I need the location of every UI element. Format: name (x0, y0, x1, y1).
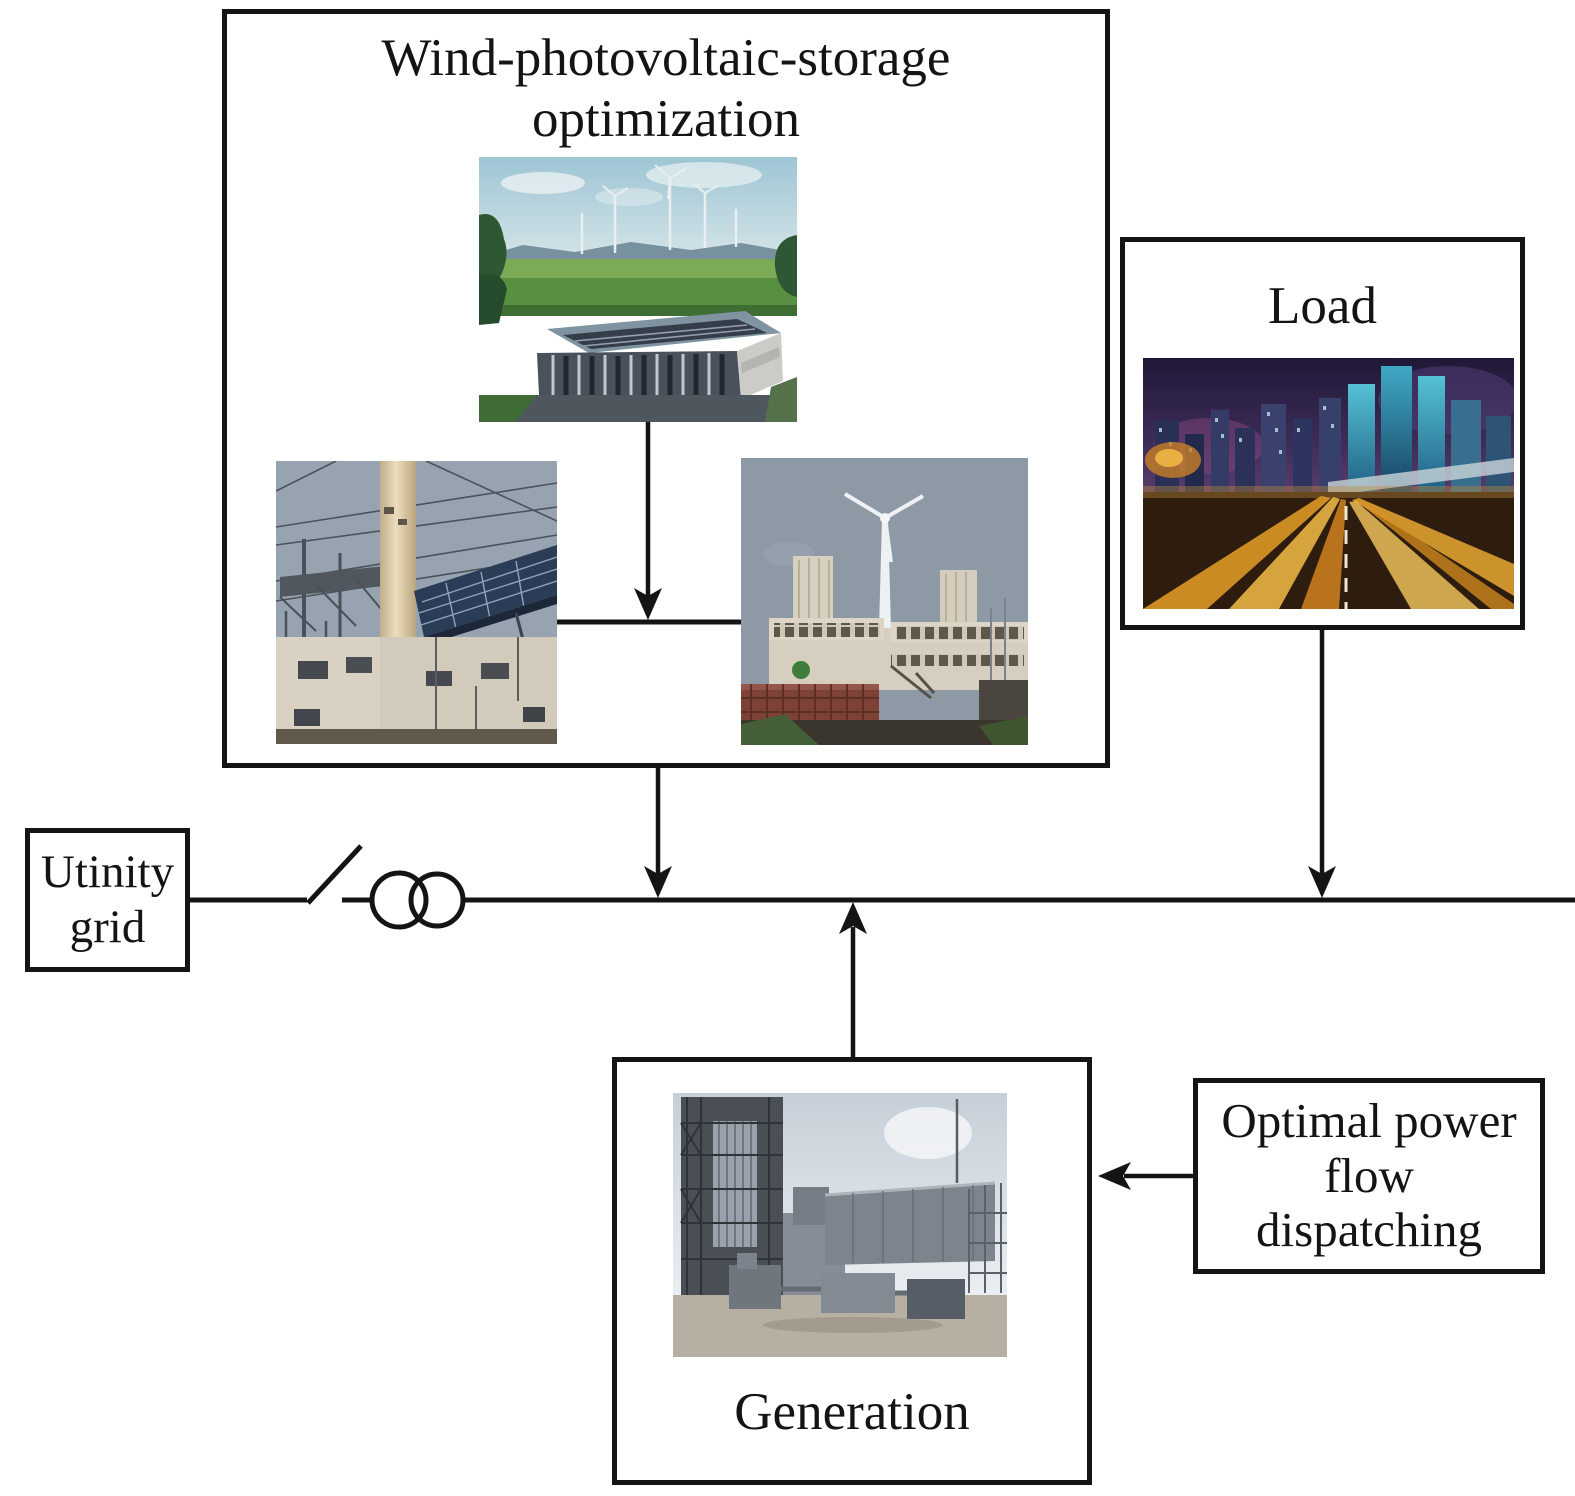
foreground-equipment (729, 1253, 965, 1333)
right-scaffold (968, 1183, 1007, 1293)
plant-logo (792, 661, 810, 679)
elevated-road (1328, 458, 1514, 496)
wps-title-line2: optimization (532, 90, 800, 149)
utility-grid-box: Utinity grid (25, 828, 190, 972)
sun-haze (884, 1107, 972, 1159)
grass-right (979, 716, 1028, 745)
arrowhead-load-down-icon (1308, 866, 1336, 898)
opf-line2: flow (1324, 1147, 1414, 1203)
transformer-secondary-winding-icon (408, 871, 466, 929)
grass-left (741, 714, 819, 745)
load-box-title: Load (1268, 277, 1377, 335)
utility-grid-line2: grid (69, 901, 146, 953)
clouds (501, 162, 762, 206)
transformer-primary-winding-icon (369, 870, 429, 930)
arrowhead-storage-down-icon (634, 588, 662, 620)
arrowhead-generation-up-icon (839, 902, 867, 934)
utility-grid-line1: Utinity (40, 845, 175, 898)
battery-storage-building (537, 311, 783, 399)
equipment (890, 598, 1028, 720)
pole-band2 (398, 519, 407, 525)
orange-glow-core (1155, 449, 1183, 467)
fence (276, 729, 557, 744)
city-night-photo (1143, 358, 1514, 609)
pole-band (384, 507, 394, 514)
grass-corner (479, 395, 537, 422)
hedge (479, 305, 797, 316)
generation-box: Generation (612, 1057, 1092, 1485)
horizon-glow (1143, 486, 1514, 498)
plant-buildings (769, 618, 1028, 690)
wps-title-line1: Wind-photovoltaic-storage (381, 29, 951, 87)
buildings (276, 637, 557, 744)
opf-box-label: Optimal power flow dispatching (1198, 1083, 1540, 1269)
near-field (479, 278, 797, 308)
plant-blocks (783, 1181, 996, 1297)
generation-label: Generation (734, 1383, 970, 1441)
solar-array (414, 545, 557, 672)
far-field (479, 259, 797, 281)
wind-farm-storage-photo (479, 157, 797, 422)
wind-turbines-icon (580, 164, 738, 254)
generation-plant-photo (673, 1093, 1007, 1357)
switch-blade-icon (306, 844, 363, 905)
solar-panel-photo (276, 461, 557, 744)
wps-box-title: Wind-photovoltaic-storage optimization (227, 28, 1105, 151)
trees (479, 214, 797, 325)
light-trails (1143, 496, 1514, 609)
grass-corner-right (765, 377, 797, 422)
load-box: Load (1120, 237, 1525, 630)
opf-box: Optimal power flow dispatching (1193, 1078, 1545, 1274)
arrowhead-wps-down-icon (644, 866, 672, 898)
red-scaffold (741, 684, 879, 724)
opf-line3: dispatching (1256, 1202, 1482, 1258)
arrowhead-opf-left-icon (1098, 1162, 1131, 1190)
boiler-structure (680, 1097, 783, 1295)
opf-line1: Optimal power (1221, 1092, 1517, 1148)
wps-box: Wind-photovoltaic-storage optimization (222, 9, 1110, 768)
utility-grid-label: Utinity grid (30, 833, 185, 967)
power-plant-wind-turbine-photo (741, 458, 1028, 745)
